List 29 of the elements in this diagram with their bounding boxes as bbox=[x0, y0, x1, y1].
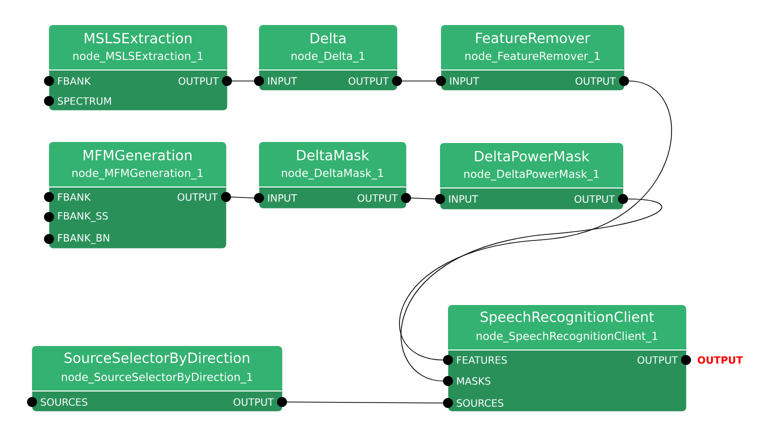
node-label: INPUT bbox=[268, 194, 298, 202]
node-label: OUTPUT bbox=[574, 195, 615, 203]
node-label: OUTPUT bbox=[348, 77, 389, 85]
node-label: FBANK bbox=[58, 193, 91, 201]
connector bbox=[400, 198, 662, 382]
node-label: SOURCES bbox=[456, 399, 504, 407]
node-label: INPUT bbox=[268, 77, 298, 85]
node-label: SOURCES bbox=[40, 398, 88, 406]
connector bbox=[230, 196, 254, 198]
connector bbox=[402, 80, 436, 82]
output-label: OUTPUT bbox=[698, 356, 743, 364]
node-label: FBANK bbox=[58, 77, 91, 85]
node-label: OUTPUT bbox=[178, 193, 218, 201]
node-label: FBANK_BN bbox=[58, 234, 110, 244]
connector bbox=[410, 198, 436, 200]
node-label: OUTPUT bbox=[576, 77, 616, 85]
node-label: FBANK_SS bbox=[58, 212, 108, 222]
node-label: OUTPUT bbox=[358, 194, 398, 202]
node-label: INPUT bbox=[450, 77, 480, 85]
node-label: OUTPUT bbox=[178, 77, 219, 85]
node-label: FEATURES bbox=[457, 356, 507, 364]
connector bbox=[232, 80, 254, 82]
connector bbox=[399, 80, 672, 360]
node-label: OUTPUT bbox=[638, 356, 678, 364]
node-label: MASKS bbox=[457, 377, 490, 385]
connector bbox=[286, 402, 444, 404]
node-label: INPUT bbox=[449, 195, 478, 203]
node-label: OUTPUT bbox=[234, 398, 274, 406]
node-label: SPECTRUM bbox=[58, 97, 111, 105]
